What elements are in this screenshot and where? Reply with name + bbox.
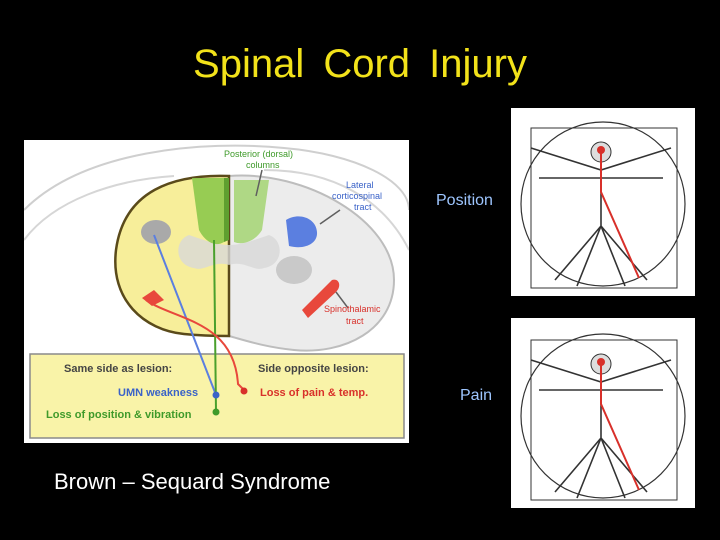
opposite-side-heading: Side opposite lesion:	[258, 363, 369, 375]
same-side-heading: Same side as lesion:	[64, 363, 172, 375]
spinal-cord-cross-section-diagram: Posterior (dorsal) columns Lateral corti…	[24, 140, 409, 443]
umn-dot	[212, 391, 220, 399]
vitruvian-figure-pain	[511, 318, 695, 508]
slide-caption: Brown – Sequard Syndrome	[54, 469, 331, 494]
pain-label: Pain	[460, 387, 493, 404]
position-tract-line	[600, 148, 640, 279]
loss-position-vibration-label: Loss of position & vibration	[46, 409, 192, 421]
ventral-horn-left	[141, 220, 171, 244]
spinothalamic-label-line1: Spinothalamic	[324, 304, 381, 314]
posterior-label-line1: Posterior (dorsal)	[224, 149, 293, 159]
pain-dot	[240, 387, 248, 395]
vibration-dot	[212, 408, 220, 416]
outer-outline-2	[24, 175, 175, 241]
lateral-label-line1: Lateral	[346, 180, 374, 190]
spinothalamic-tract-right	[302, 279, 340, 318]
lateral-label-line3: tract	[354, 202, 372, 212]
lateral-corticospinal-tract	[286, 216, 318, 248]
vibration-pathway	[213, 239, 217, 413]
spinothalamic-label-line2: tract	[346, 316, 364, 326]
vitruvian-figure-position	[511, 108, 695, 296]
spinothalamic-arrow	[335, 291, 349, 309]
posterior-label-line2: columns	[246, 160, 280, 170]
posterior-column-right	[234, 180, 269, 244]
vitruvian-drawing-bottom	[520, 333, 686, 501]
umn-weakness-label: UMN weakness	[118, 387, 198, 399]
posterior-arrow	[255, 169, 263, 197]
outer-outline-3	[263, 169, 409, 251]
slide-title: Spinal Cord Injury	[193, 42, 527, 86]
grey-matter	[178, 235, 280, 269]
ventral-horn-right	[276, 256, 312, 284]
pain-tract-line	[600, 362, 640, 491]
pain-pathway	[145, 299, 245, 391]
lateral-label-line2: corticospinal	[332, 191, 382, 201]
lateral-arrow	[319, 209, 341, 225]
vitruvian-drawing-top	[520, 121, 686, 289]
umn-pathway	[153, 234, 217, 396]
cross-section-svg: Posterior (dorsal) columns Lateral corti…	[24, 144, 409, 439]
outer-outline	[24, 144, 409, 211]
posterior-column-left-2	[224, 178, 229, 242]
position-label: Position	[436, 192, 493, 209]
posterior-column-left	[192, 178, 224, 245]
loss-pain-temp-label: Loss of pain & temp.	[260, 387, 368, 399]
cord-right-half	[228, 174, 396, 352]
